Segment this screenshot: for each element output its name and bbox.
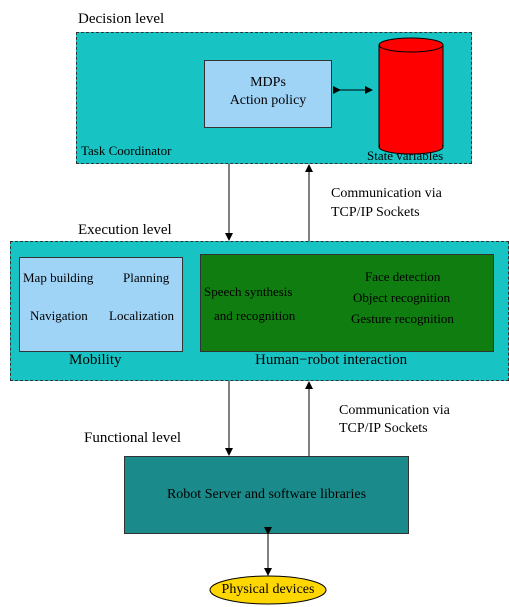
object-recognition-label: Object recognition: [353, 290, 451, 305]
hri-box: Speech synthesis and recognition Face de…: [200, 254, 494, 352]
face-detection-label: Face detection: [365, 269, 441, 284]
localization-label: Localization: [109, 308, 174, 323]
state-variables-cylinder: [378, 37, 444, 155]
mdp-label: MDPs: [250, 75, 286, 90]
decision-level-label: Decision level: [78, 11, 165, 27]
comm-upper-line2: TCP/IP Sockets: [331, 205, 420, 220]
mobility-box: Map building Planning Navigation Localiz…: [19, 257, 183, 352]
execution-block: Map building Planning Navigation Localiz…: [10, 241, 509, 381]
task-coordinator-block: MDPs Action policy Task Coordinator Stat…: [76, 32, 472, 164]
comm-upper-line1: Communication via: [331, 186, 442, 201]
physical-devices-ellipse: [209, 575, 327, 605]
map-building-label: Map building: [23, 270, 94, 285]
navigation-label: Navigation: [30, 308, 88, 323]
mobility-caption: Mobility: [69, 352, 122, 368]
execution-level-label: Execution level: [78, 222, 172, 238]
physical-devices-label: Physical devices: [221, 582, 315, 597]
hri-caption: Human−robot interaction: [255, 352, 408, 368]
planning-label: Planning: [123, 270, 170, 285]
gesture-recognition-label: Gesture recognition: [351, 311, 454, 326]
action-policy-label: Action policy: [229, 93, 307, 108]
robot-server-box: Robot Server and software libraries: [124, 456, 409, 534]
robot-server-label: Robot Server and software libraries: [166, 487, 367, 502]
functional-level-label: Functional level: [84, 430, 182, 446]
comm-lower-line1: Communication via: [339, 403, 450, 418]
speech-recognition-label: and recognition: [214, 308, 296, 323]
comm-lower-line2: TCP/IP Sockets: [339, 421, 428, 436]
speech-synthesis-label: Speech synthesis: [204, 284, 293, 299]
mdp-action-policy-box: MDPs Action policy: [204, 60, 332, 128]
task-coordinator-label: Task Coordinator: [81, 143, 172, 158]
